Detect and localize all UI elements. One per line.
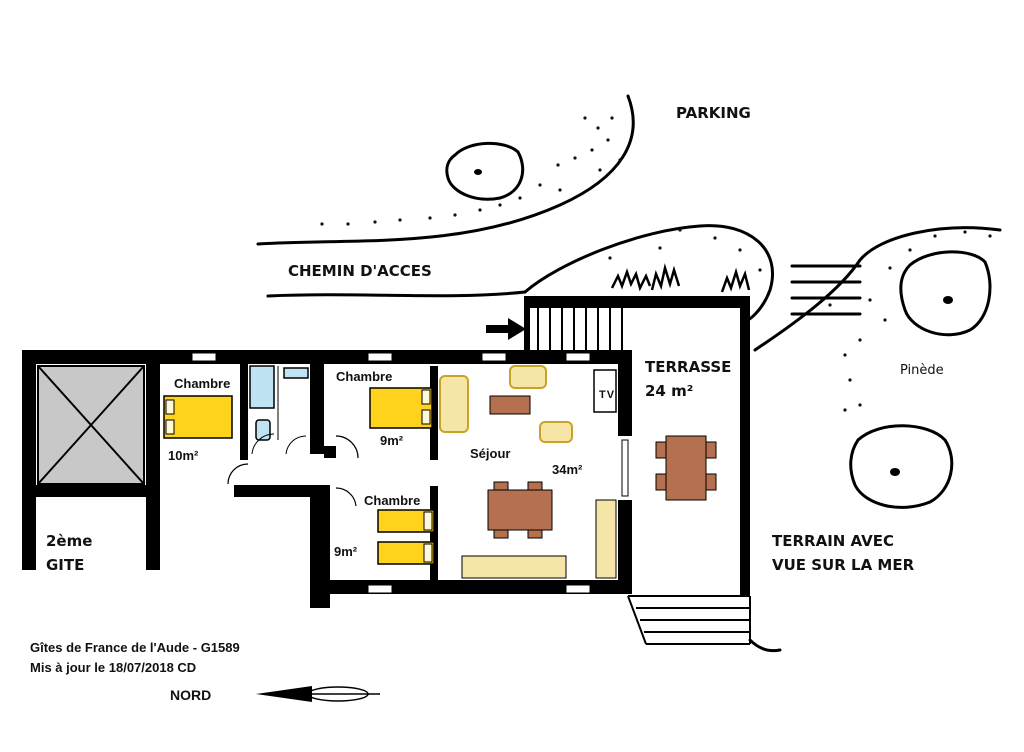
gite-line-2: GITE — [46, 556, 84, 574]
terrace-stairs — [627, 595, 751, 645]
bed-chambre-2 — [369, 387, 433, 429]
road-lower-edge — [266, 290, 527, 298]
beds-chambre-3 — [377, 509, 435, 565]
dots — [320, 116, 992, 412]
terrain-line-1: TERRAIN AVEC — [772, 532, 894, 550]
terrasse-title: TERRASSE — [645, 358, 731, 376]
chemin-label: CHEMIN D'ACCES — [288, 262, 432, 280]
terrace-table — [655, 435, 717, 501]
tv-label: TV — [599, 389, 615, 401]
windows — [191, 352, 629, 594]
footer-line-2: Mis à jour le 18/07/2018 CD — [30, 660, 196, 675]
walls — [22, 296, 750, 608]
chambre-3-area: 9m² — [334, 544, 358, 559]
north-arrow-icon — [256, 686, 380, 702]
entrance-arrow-icon — [486, 318, 526, 340]
nord-label: NORD — [170, 687, 211, 703]
parking-boundary — [256, 94, 635, 246]
chambre-2-area: 9m² — [380, 433, 404, 448]
tree-icon — [899, 250, 992, 337]
bathroom — [249, 365, 309, 455]
garden-mound — [523, 224, 774, 322]
footer-line-1: Gîtes de France de l'Aude - G1589 — [30, 640, 240, 655]
gite-line-1: 2ème — [46, 532, 92, 550]
terrain-line-2: VUE SUR LA MER — [772, 556, 915, 574]
landscape — [256, 94, 1002, 653]
doors — [227, 435, 359, 507]
chambre-3-name: Chambre — [364, 493, 420, 508]
chambre-2-name: Chambre — [336, 369, 392, 384]
tree-icon — [445, 141, 525, 201]
chambre-1-name: Chambre — [174, 376, 230, 391]
sejour-furniture — [439, 365, 617, 579]
grass — [610, 263, 751, 293]
sejour-name: Séjour — [470, 446, 510, 461]
pinede-label: Pinède — [900, 363, 944, 378]
parking-label: PARKING — [676, 104, 751, 122]
bed-chambre-1 — [163, 395, 233, 439]
sejour-area: 34m² — [552, 462, 583, 477]
storage-room — [37, 365, 145, 485]
slope-right — [753, 226, 1002, 352]
terrasse-area: 24 m² — [645, 382, 693, 400]
entrance-stairs — [537, 300, 623, 350]
tree-icon — [849, 424, 954, 509]
terrain-edge — [748, 638, 782, 653]
chambre-1-area: 10m² — [168, 448, 199, 463]
